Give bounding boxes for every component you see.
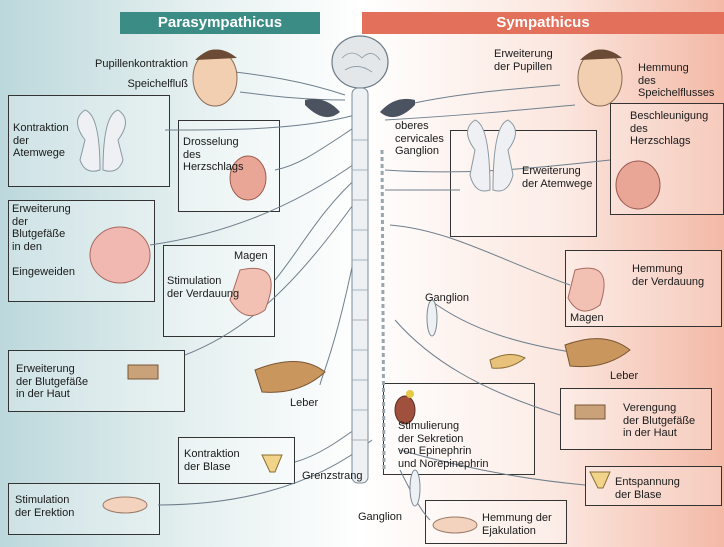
label-erweiterung-blutgefaesse-eingeweide: Erweiterung der Blutgefäße in den Eingew… (12, 203, 75, 278)
skin-right-icon (575, 405, 605, 419)
spinal-cord (352, 88, 368, 483)
label-ganglion-mid: Ganglion (425, 292, 469, 305)
liver-right-icon (565, 339, 630, 367)
bladder-right-icon (590, 472, 610, 488)
label-leber-right: Leber (610, 370, 638, 383)
label-oberes-cervicales: oberes cervicales Ganglion (395, 120, 444, 158)
intestines-icon (90, 227, 150, 283)
penis-right-icon (433, 517, 477, 533)
stomach-right-icon (568, 268, 604, 311)
lungs-left-icon (78, 110, 126, 171)
label-stimulierung: Stimulierung der Sekretion von Epinephri… (398, 420, 489, 470)
sympathetic-chain (382, 150, 384, 470)
label-entspannung: Entspannung der Blase (615, 476, 680, 501)
label-hemmung-verdauung: Hemmung der Verdauung (632, 263, 704, 288)
label-drosselung: Drosselung des Herzschlags (183, 136, 244, 174)
label-beschleunigung: Beschleunigung des Herzschlags (630, 110, 708, 148)
label-kontraktion-atemwege: Kontraktion der Atemwege (13, 122, 69, 160)
label-magen-right: Magen (570, 312, 604, 325)
medulla-left (305, 99, 340, 117)
label-hemmung-speichel: Hemmung des Speichelflusses (638, 62, 714, 100)
label-hemmung-ejakulation: Hemmung der Ejakulation (482, 512, 552, 537)
heart-right-icon (616, 161, 660, 209)
face-right-icon (578, 49, 622, 106)
ganglion-mid-icon (427, 300, 437, 336)
skin-left-icon (128, 365, 158, 379)
label-ganglion-bottom: Ganglion (358, 511, 402, 524)
label-leber-left: Leber (290, 397, 318, 410)
lungs-right-icon (468, 120, 516, 191)
adrenal-icon (406, 390, 414, 398)
bladder-left-icon (262, 455, 282, 472)
ganglion-bottom-icon (410, 470, 420, 506)
label-erweiterung-atemwege: Erweiterung der Atemwege (522, 165, 592, 190)
label-verengung: Verengung der Blutgefäße in der Haut (623, 402, 695, 440)
label-stimulation-verdauung: Stimulation der Verdauung (167, 275, 239, 300)
label-erweiterung-haut: Erweiterung der Blutgefäße in der Haut (16, 363, 88, 401)
pancreas-icon (490, 354, 525, 368)
label-grenzstrang: Grenzstrang (302, 470, 363, 483)
label-stimulation-erektion: Stimulation der Erektion (15, 494, 74, 519)
brain-icon (332, 36, 388, 88)
label-kontraktion-blase: Kontraktion der Blase (184, 448, 240, 473)
label-magen-left: Magen (234, 250, 268, 263)
penis-left-icon (103, 497, 147, 513)
face-left-icon (193, 49, 237, 106)
liver-left-icon (255, 361, 325, 392)
label-erweiterung-pupillen: Erweiterung der Pupillen (494, 48, 553, 73)
label-pupillenkontraktion: Pupillenkontraktion (68, 58, 188, 71)
medulla-right (380, 99, 415, 117)
label-speichelfluss: Speichelfluß (110, 78, 188, 91)
